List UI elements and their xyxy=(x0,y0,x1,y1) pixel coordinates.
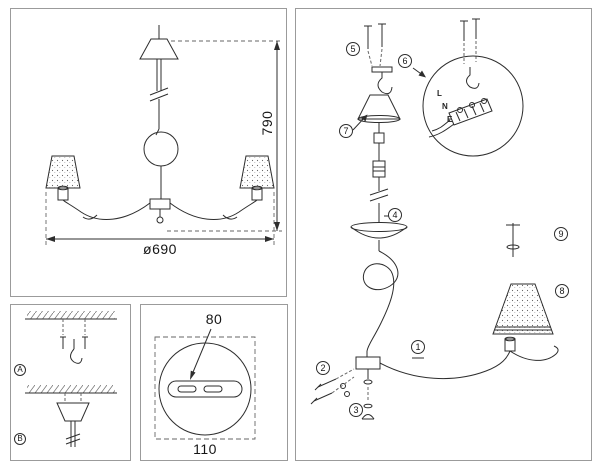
height-dimension-label: 790 xyxy=(259,110,275,136)
callout-a: A xyxy=(14,364,26,376)
panel-overview: 790 ø690 xyxy=(10,8,287,297)
terminal-l-label: L xyxy=(437,89,442,98)
arm-and-shade-drawing xyxy=(379,223,559,379)
terminal-e-label: E xyxy=(447,115,453,124)
ceiling-mount-drawing xyxy=(25,311,117,447)
bracket-plate-drawing xyxy=(154,328,256,440)
panel-bracket-detail: 80 110 xyxy=(140,304,288,461)
step-a-drawing xyxy=(25,311,117,364)
chandelier-front-view-drawing xyxy=(45,25,282,245)
callout-7: 7 xyxy=(339,124,353,138)
chandelier-body xyxy=(45,25,275,224)
bowl-and-wire-drawing xyxy=(350,222,408,420)
callout-8: 8 xyxy=(555,284,569,298)
step-b-drawing xyxy=(25,385,117,447)
exploded-assembly-drawing xyxy=(310,18,559,420)
callout-4: 4 xyxy=(388,208,402,222)
wiring-detail-circle xyxy=(422,18,524,157)
bracket-detail-drawing xyxy=(154,328,256,440)
callout-3: 3 xyxy=(349,403,363,417)
callout-1: 1 xyxy=(411,340,425,354)
dimension-lines xyxy=(46,41,280,242)
canopy-stack-drawing xyxy=(352,94,401,223)
panel-ceiling-mounting: A B xyxy=(10,304,131,461)
callout-2: 2 xyxy=(316,361,330,375)
diameter-dimension-label: ø690 xyxy=(143,241,177,257)
hook-bracket-drawing xyxy=(371,66,426,95)
dimension-extension-lines xyxy=(45,40,282,245)
slot-dimension-label: 80 xyxy=(205,311,223,327)
terminal-n-label: N xyxy=(442,102,448,111)
plate-dimension-label: 110 xyxy=(193,441,217,457)
callout-b: B xyxy=(14,433,26,445)
arm-screws-drawing xyxy=(310,368,355,405)
panel-exploded-assembly: 1 2 3 4 5 6 7 8 9 L N E xyxy=(295,8,592,461)
callout-5: 5 xyxy=(346,42,360,56)
callout-9: 9 xyxy=(554,227,568,241)
callout-6: 6 xyxy=(398,54,412,68)
ceiling-screws-drawing xyxy=(364,23,386,67)
